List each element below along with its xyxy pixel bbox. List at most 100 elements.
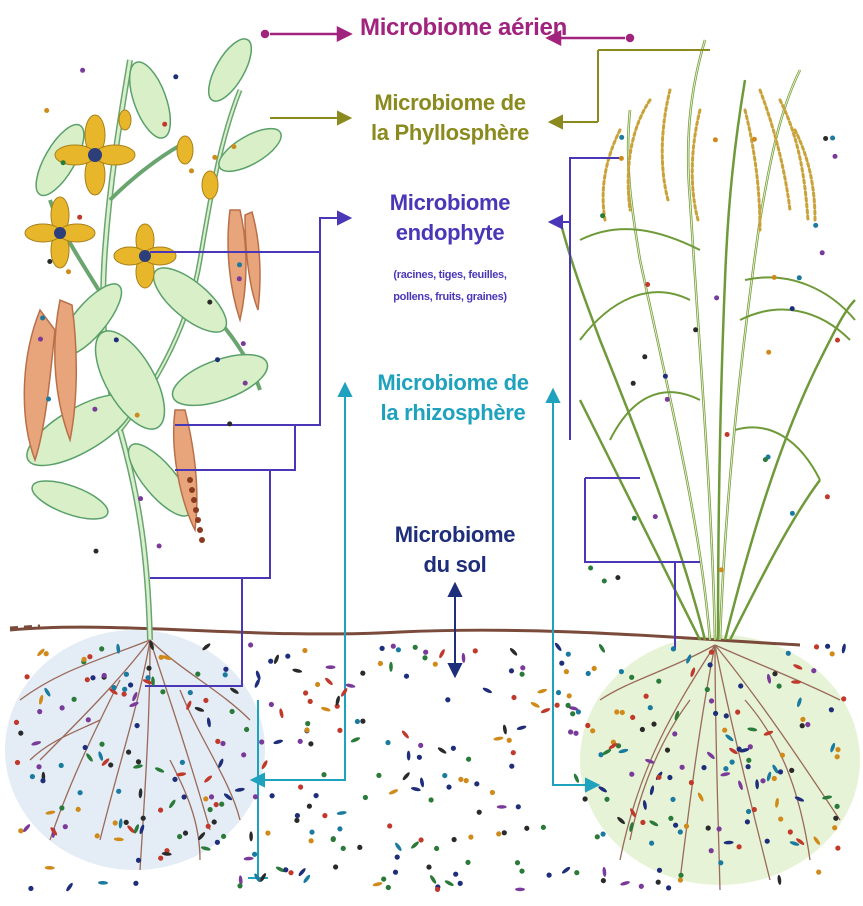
microbe-dot (823, 136, 828, 141)
label-endophyte-detail-line-2: pollens, fruits, graines) (370, 286, 530, 308)
microbe-dot (457, 776, 464, 783)
microbe-dot (442, 773, 448, 779)
microbe-dot (516, 725, 527, 731)
microbe-dot (80, 68, 85, 73)
label-endophyte-line-2: endophyte (370, 218, 530, 248)
microbe-dot (401, 730, 410, 740)
microbe-dot (619, 135, 624, 140)
microbe-dot (565, 651, 572, 658)
microbe-dot (763, 457, 768, 462)
label-phyllosphere-line-1: Microbiome de (360, 88, 540, 118)
microbe-dot (98, 881, 108, 885)
microbe-dot (825, 643, 831, 649)
label-endophyte-detail: (racines, tiges, feuilles, pollens, frui… (370, 264, 530, 308)
microbe-dot (268, 701, 275, 708)
microbe-dot (360, 670, 366, 676)
microbe-dot (591, 665, 597, 671)
microbe-dot (378, 645, 385, 652)
microbe-dot (215, 357, 220, 362)
microbe-dot (541, 825, 546, 830)
microbe-dot (645, 282, 650, 287)
microbe-dot (269, 792, 276, 799)
microbe-dot (434, 846, 440, 852)
microbe-dot (243, 381, 248, 386)
microbe-dot (243, 856, 253, 860)
microbe-dot (249, 831, 253, 841)
microbe-dot (554, 702, 561, 709)
microbe-dot (392, 869, 399, 876)
microbe-dot (330, 836, 337, 843)
microbe-dot (833, 154, 838, 159)
microbe-dot (655, 879, 662, 886)
microbe-dot (790, 306, 795, 311)
microbe-dot (304, 727, 311, 734)
microbe-dot (114, 337, 119, 342)
microbe-dot (619, 156, 624, 161)
microbe-dot (813, 643, 820, 650)
microbe-dot (92, 407, 97, 412)
microbe-dot (345, 683, 356, 689)
microbe-dot (336, 811, 346, 816)
microbe-dot (841, 643, 846, 654)
microbe-dot (752, 137, 757, 142)
microbe-dot (632, 516, 637, 521)
microbe-dot (835, 845, 842, 852)
microbe-dot (94, 549, 99, 554)
microbe-dot (135, 413, 140, 418)
microbe-dot (514, 859, 520, 865)
microbe-dot (813, 223, 818, 228)
microbe-dot (403, 673, 410, 680)
microbe-dot (336, 727, 343, 734)
microbe-dot (524, 825, 530, 831)
microbe-dot (292, 668, 303, 674)
microbe-dot (530, 701, 541, 709)
microbe-dot (489, 789, 495, 795)
microbe-dot (247, 641, 254, 648)
microbe-dot (411, 786, 422, 792)
microbe-dot (519, 671, 525, 677)
microbe-dot (322, 812, 329, 819)
microbe-dot (77, 215, 82, 220)
microbe-dot (653, 514, 658, 519)
microbe-dot (461, 653, 465, 663)
microbe-dot (337, 826, 343, 832)
microbe-dot (509, 763, 514, 768)
microbe-dot (772, 275, 777, 280)
microbe-dot (320, 771, 327, 778)
microbe-dot (307, 698, 314, 705)
microbe-dot (28, 886, 34, 892)
label-endophyte-line-1: Microbiome (370, 188, 530, 218)
microbe-dot (829, 651, 835, 657)
microbe-dot (332, 864, 338, 870)
microbe-dot (320, 706, 331, 712)
microbe-dot (162, 122, 167, 127)
microbe-dot (519, 868, 526, 875)
microbe-dot (66, 269, 71, 274)
microbe-dot (515, 888, 525, 892)
microbe-dot (515, 803, 522, 810)
microbe-dot (566, 692, 573, 699)
microbe-dot (416, 754, 422, 760)
microbe-dot (602, 867, 607, 877)
microbe-dot (830, 136, 835, 141)
microbe-dot (815, 869, 822, 876)
microbe-dot (437, 746, 447, 754)
microbe-dot (438, 648, 446, 659)
microbe-dot (600, 877, 607, 884)
microbe-dot (157, 544, 162, 549)
microbe-dot (326, 665, 336, 669)
microbe-dot (46, 397, 51, 402)
microbe-dot (588, 566, 593, 571)
microbe-dot (133, 880, 139, 886)
microbe-dot (594, 833, 601, 840)
label-endophyte-detail-line-1: (racines, tiges, feuilles, (370, 264, 530, 286)
microbe-dot (693, 327, 698, 332)
microbe-dot (482, 687, 493, 695)
microbe-dot (395, 646, 402, 653)
microbe-dot (384, 739, 391, 746)
microbe-dot (307, 837, 314, 844)
microbe-dot (273, 654, 280, 665)
microbe-dot (173, 74, 178, 79)
label-rhizosphere-line-1: Microbiome de (368, 368, 538, 398)
microbe-dot (313, 792, 320, 799)
